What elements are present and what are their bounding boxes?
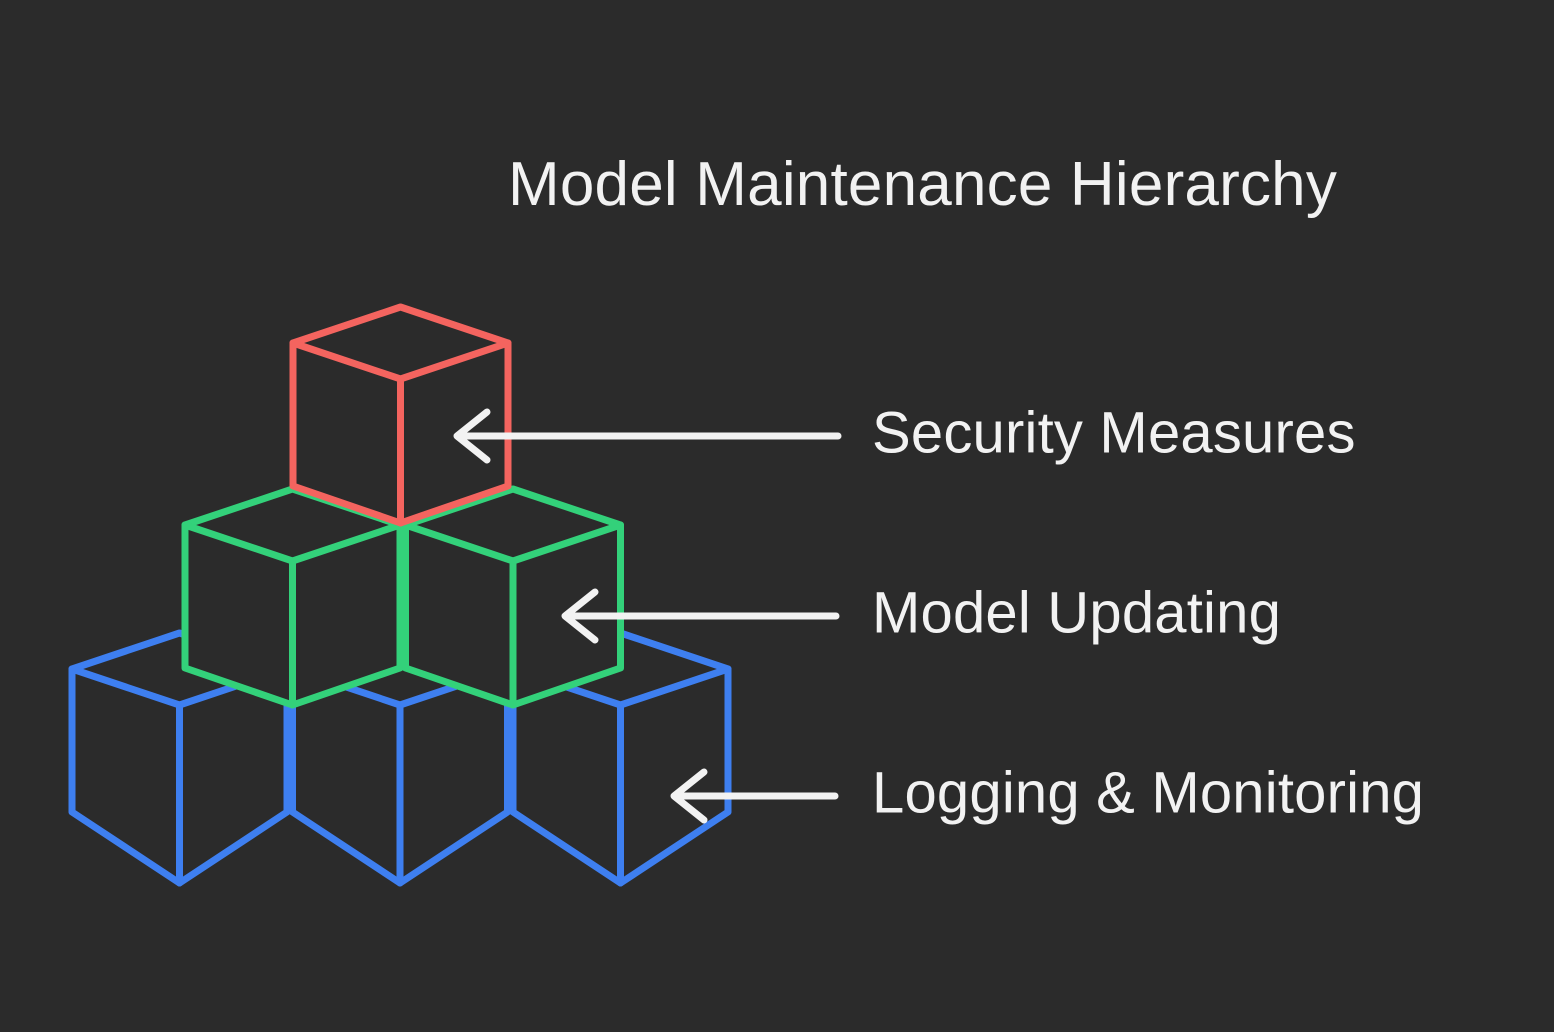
label-logging-monitoring[interactable]: Logging & Monitoring	[872, 760, 1424, 825]
callout-arrows	[453, 408, 842, 824]
cube-layer-middle[interactable]	[181, 485, 624, 709]
page-title: Model Maintenance Hierarchy	[508, 150, 1337, 219]
layer-labels: Security Measures Model Updating Logging…	[872, 400, 1424, 825]
cube-layer-top[interactable]	[289, 303, 512, 527]
arrow-model-updating	[561, 588, 840, 644]
cube-middle-1[interactable]	[181, 485, 404, 709]
arrow-security-measures	[453, 408, 842, 464]
arrow-logging-monitoring	[670, 768, 839, 824]
cube-top-1[interactable]	[289, 303, 512, 527]
label-model-updating[interactable]: Model Updating	[872, 580, 1281, 645]
label-security-measures[interactable]: Security Measures	[872, 400, 1356, 465]
cube-middle-2[interactable]	[402, 485, 624, 709]
